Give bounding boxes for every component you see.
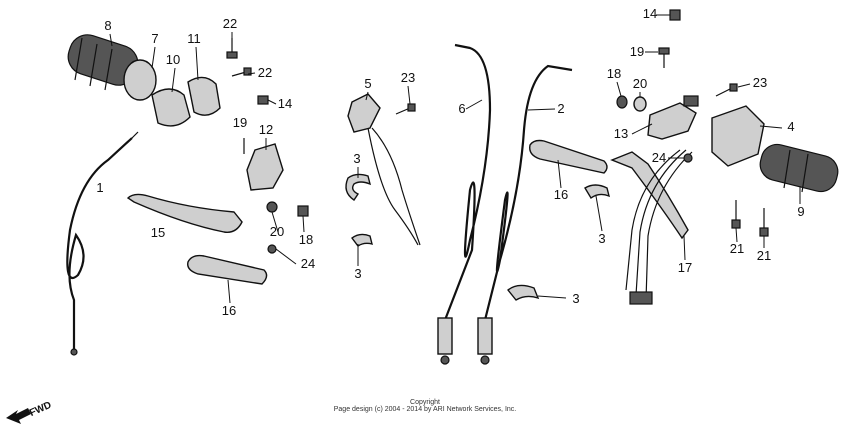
callout-14b: 14	[643, 6, 657, 21]
callout-20a: 20	[270, 224, 284, 239]
callout-labels: 8 7 10 11 22 22 14 1 12 19 20 18 24 15 1…	[96, 6, 804, 318]
right-grip-part	[759, 143, 839, 193]
callout-10: 10	[166, 52, 180, 67]
brake-bracket-13-part	[616, 9, 699, 140]
callout-9: 9	[797, 204, 804, 219]
callout-17: 17	[678, 260, 692, 275]
clamp-parts	[345, 173, 611, 301]
callout-23b: 23	[753, 75, 767, 90]
callout-18a: 18	[299, 232, 313, 247]
callout-12: 12	[259, 122, 273, 137]
clutch-cable-part	[66, 131, 139, 356]
callout-3c: 3	[572, 291, 579, 306]
callout-22b: 22	[258, 65, 272, 80]
leader-lines	[109, 14, 801, 304]
callout-5: 5	[364, 76, 371, 91]
callout-1: 1	[96, 180, 103, 195]
left-switch-housing-part	[151, 76, 221, 127]
callout-21a: 21	[730, 241, 744, 256]
clutch-lever-part	[126, 193, 243, 233]
callout-13: 13	[614, 126, 628, 141]
callout-16a: 16	[222, 303, 236, 318]
callout-4: 4	[787, 119, 794, 134]
callout-19b: 19	[630, 44, 644, 59]
bolt-22-part	[226, 38, 252, 77]
callout-3b: 3	[354, 266, 361, 281]
callout-18b: 18	[607, 66, 621, 81]
callout-8: 8	[104, 18, 111, 33]
callout-22a: 22	[223, 16, 237, 31]
throttle-cable-6-part	[437, 43, 492, 365]
callout-24b: 24	[652, 150, 666, 165]
copyright-line-1: Copyright	[410, 399, 440, 406]
callout-6: 6	[458, 101, 465, 116]
callout-20b: 20	[633, 76, 647, 91]
callout-3d: 3	[598, 231, 605, 246]
throttle-cable-2-part	[477, 64, 573, 365]
callout-21b: 21	[757, 248, 771, 263]
callout-7: 7	[151, 31, 158, 46]
brake-lever-part	[610, 149, 693, 305]
callout-14a: 14	[278, 96, 292, 111]
callout-23a: 23	[401, 70, 415, 85]
left-grip-part	[67, 34, 157, 101]
callout-19a: 19	[233, 115, 247, 130]
right-switch-housing-part	[711, 105, 765, 167]
bolt-23-part	[395, 103, 416, 115]
lever-cover-right-part	[529, 139, 608, 174]
cable-holder-5-part	[347, 93, 421, 246]
callout-11: 11	[187, 31, 201, 46]
callout-15: 15	[151, 225, 165, 240]
copyright-line-2: Page design (c) 2004 - 2014 by ARI Netwo…	[333, 406, 517, 413]
callout-3a: 3	[353, 151, 360, 166]
lever-cover-left-part	[187, 254, 268, 285]
callout-24a: 24	[301, 256, 315, 271]
clutch-lever-bracket-part	[243, 95, 309, 254]
callout-16b: 16	[554, 187, 568, 202]
callout-2: 2	[557, 101, 564, 116]
